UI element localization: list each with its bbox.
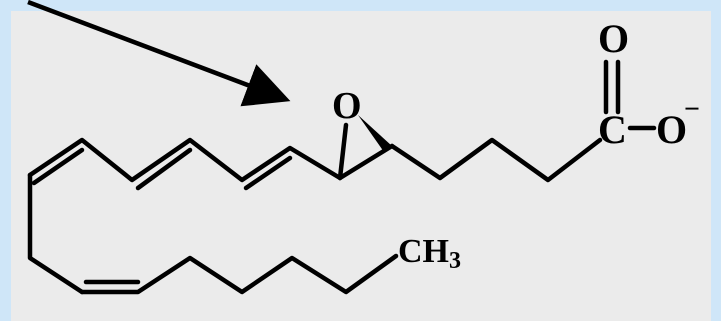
methyl-ch: CH [398,233,449,270]
carboxylate-oxygen-label: O [656,107,687,152]
epoxide-bond-cc [337,143,395,181]
epoxide-oxygen-label: O [332,85,362,127]
lower-chain [79,253,399,295]
methyl-subscript: 3 [449,248,461,274]
negative-charge-label: − [684,94,700,125]
left-connector [27,172,85,295]
epoxide-wedge [358,115,392,152]
double-bond-3 [243,155,293,191]
epoxide-bond-left [337,122,349,181]
upper-chain [27,137,343,183]
double-bond-2 [135,147,193,191]
right-chain [389,137,603,183]
carboxyl-carbon-label: C [598,107,627,152]
carbonyl-oxygen-label: O [598,16,629,61]
pointer-arrow [27,0,291,107]
double-bond-1 [31,147,85,186]
methyl-label: CH3 [398,233,461,274]
